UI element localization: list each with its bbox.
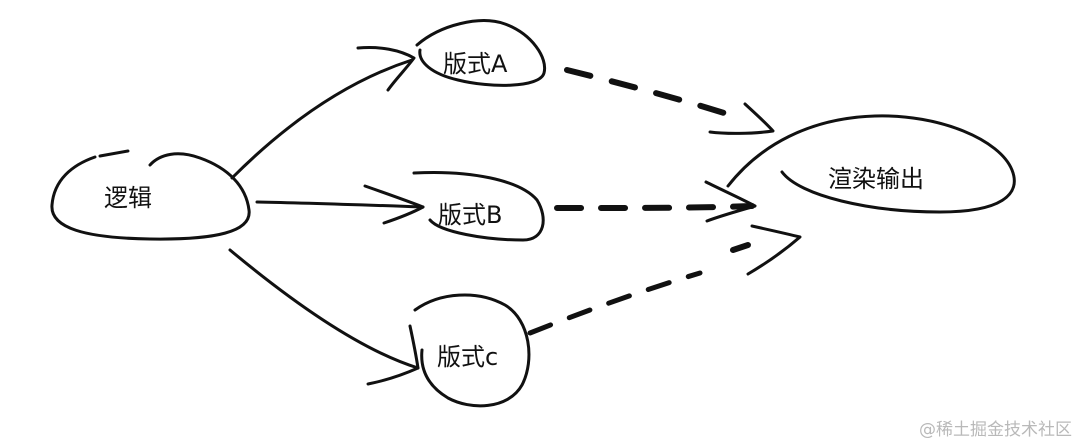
arrow-layout-c-to-render <box>527 224 802 336</box>
node-render-output-outline <box>726 114 1016 214</box>
arrow-layout-b-to-render <box>554 180 757 223</box>
node-layout-c-label: 版式c <box>437 343 498 371</box>
node-layout-b-label: 版式B <box>438 201 502 229</box>
node-logic-outline <box>50 152 251 241</box>
arrow-layout-a-to-render <box>564 67 775 135</box>
node-layout-a-outline <box>415 19 547 87</box>
node-render-output-label: 渲染输出 <box>828 165 924 193</box>
watermark: @稀土掘金技术社区 <box>919 420 1072 440</box>
node-logic: 逻辑 <box>50 149 251 241</box>
node-layout-a-label: 版式A <box>443 50 508 78</box>
node-layout-a: 版式A <box>415 19 547 87</box>
node-logic-label: 逻辑 <box>104 184 152 212</box>
node-render-output: 渲染输出 <box>726 114 1016 214</box>
arrow-logic-to-layout-b <box>255 184 425 225</box>
node-layout-c: 版式c <box>413 293 531 408</box>
node-layout-b: 版式B <box>412 171 545 242</box>
arrow-logic-to-layout-c <box>228 248 420 386</box>
node-layout-c-outline <box>413 293 531 408</box>
node-layout-b-outline <box>412 171 545 242</box>
arrow-logic-to-layout-a <box>230 46 416 180</box>
